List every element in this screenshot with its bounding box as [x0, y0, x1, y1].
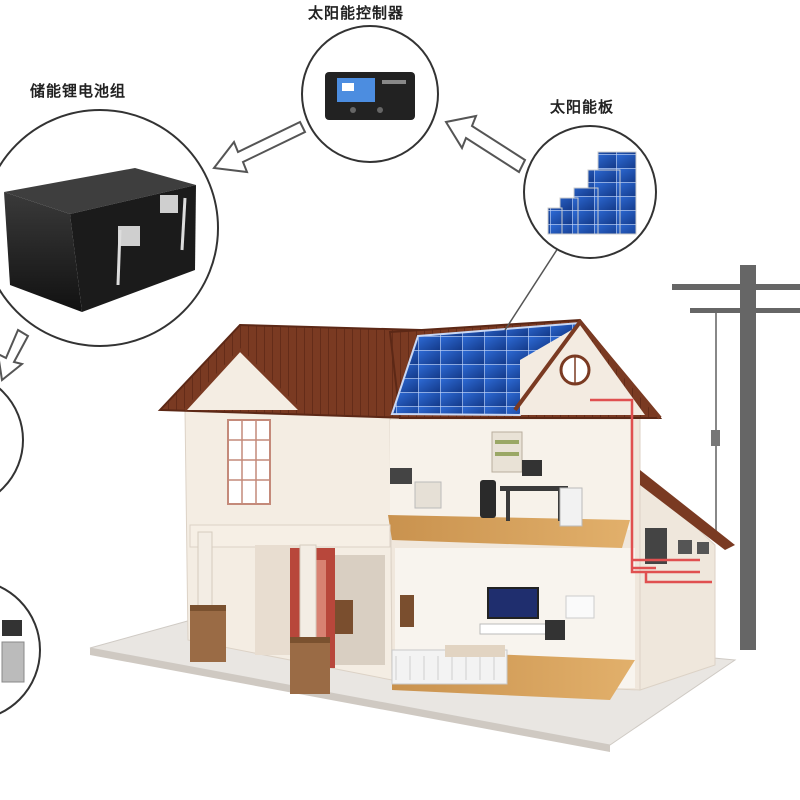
television — [487, 587, 539, 619]
partial-callout-bottom — [0, 585, 41, 715]
inverter-unit — [645, 528, 667, 564]
battery-label: 储能锂电池组 — [30, 82, 127, 100]
grid-window — [227, 419, 271, 505]
controller-label: 太阳能控制器 — [308, 4, 405, 22]
battery-callout — [0, 109, 219, 347]
column-right — [299, 544, 317, 646]
controller-callout — [301, 25, 439, 163]
flow-arrow-controller-to-battery — [212, 120, 307, 174]
utility-pole — [672, 265, 800, 650]
house — [157, 318, 735, 700]
solar-panel-icon — [547, 151, 637, 235]
solar-controller-icon — [325, 72, 415, 120]
panel-connector-line — [504, 244, 561, 331]
ground-slab-edge — [90, 648, 610, 752]
partial-callout-middle — [0, 387, 24, 493]
monitor — [522, 460, 542, 476]
power-wiring — [590, 398, 712, 584]
flow-arrow-battery-down — [0, 328, 30, 382]
panel-callout — [523, 125, 657, 259]
battery-icon — [4, 168, 196, 312]
panel-label: 太阳能板 — [550, 98, 615, 116]
desk — [500, 486, 568, 491]
flow-arrow-panel-to-controller — [444, 114, 527, 174]
